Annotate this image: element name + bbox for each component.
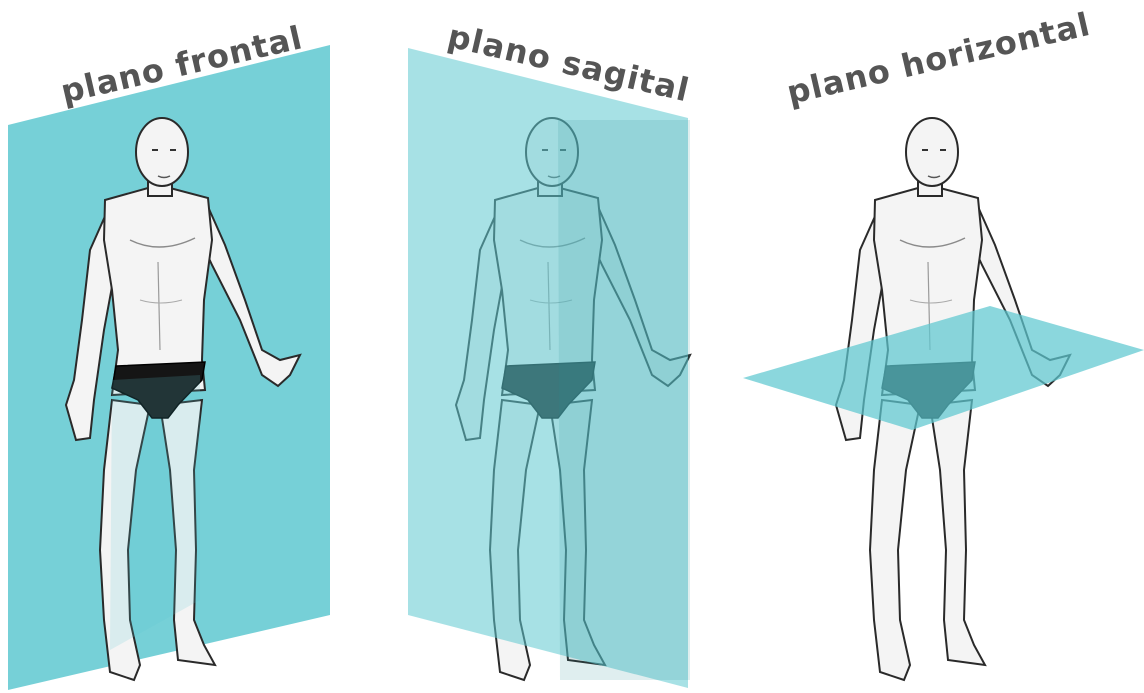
horizontal-plane-panel: plano horizontal [743,5,1144,680]
frontal-plane-panel: plano frontal [8,18,330,690]
horizontal-plane-label: plano horizontal [783,5,1094,112]
sagittal-plane-overlap [558,120,690,680]
sagittal-plane-panel: plano sagital [408,17,693,688]
horizontal-plane [743,306,1144,430]
